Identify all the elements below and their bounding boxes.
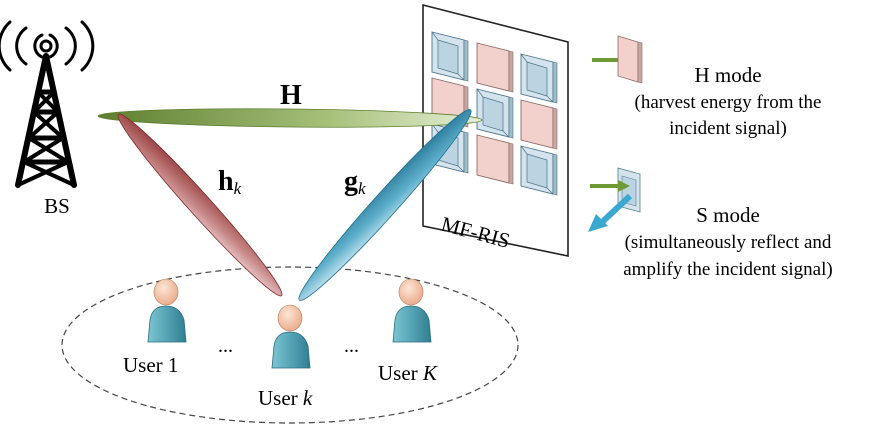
channel-H-beam <box>97 108 483 128</box>
ris-element-reflect <box>431 31 469 82</box>
h-mode-title: H mode <box>694 63 761 87</box>
ellipsis-left: ... <box>218 335 233 357</box>
user-k-prefix: User <box>258 386 303 410</box>
ellipsis-right: ... <box>344 335 359 357</box>
channel-gk-subscript: k <box>358 179 366 198</box>
user-head <box>153 278 179 306</box>
user-cluster-ellipse <box>61 266 519 424</box>
user-body <box>271 331 311 369</box>
ris-element-harvest <box>476 42 514 93</box>
user-K-avatar-icon <box>392 278 432 343</box>
channel-gk-label: gk <box>344 166 366 198</box>
bs-tower-icon <box>0 20 95 188</box>
s-mode-desc-line2: amplify the incident signal) <box>623 259 832 280</box>
user-K-prefix: User <box>378 361 423 385</box>
channel-hk-main: h <box>218 166 234 197</box>
ris-element-reflect <box>476 88 514 139</box>
user-k-avatar-icon <box>271 304 311 369</box>
channel-H-label: H <box>280 80 302 111</box>
channel-gk-beam <box>298 109 472 301</box>
user-head <box>277 304 303 332</box>
ris-element-reflect <box>520 53 558 104</box>
h-mode-desc-line1: (harvest energy from the <box>635 92 822 113</box>
user-1-label: User 1 <box>123 353 178 377</box>
s-mode-desc-line1: (simultaneously reflect and <box>625 232 832 253</box>
channel-gk-main: g <box>344 166 358 197</box>
user-body <box>392 305 432 343</box>
ris-element-harvest <box>520 99 558 150</box>
s-mode-title: S mode <box>696 203 760 227</box>
ris-element-harvest <box>476 134 514 185</box>
channel-hk-label: hk <box>218 166 242 198</box>
user-k-label: User k <box>258 386 313 410</box>
user-1-avatar-icon <box>147 278 187 343</box>
bs-label: BS <box>44 194 70 218</box>
ris-element-reflect <box>520 145 558 196</box>
s-mode-legend-icon <box>588 167 641 232</box>
user-K-label: User K <box>378 361 438 385</box>
channel-hk-beam <box>117 113 283 297</box>
user-k-var: k <box>303 386 313 410</box>
user-K-var: K <box>422 361 438 385</box>
channel-hk-subscript: k <box>234 179 242 198</box>
h-mode-legend-icon <box>592 35 643 84</box>
user-head <box>398 278 424 306</box>
h-mode-desc-line2: incident signal) <box>669 118 787 139</box>
user-body <box>147 305 187 343</box>
